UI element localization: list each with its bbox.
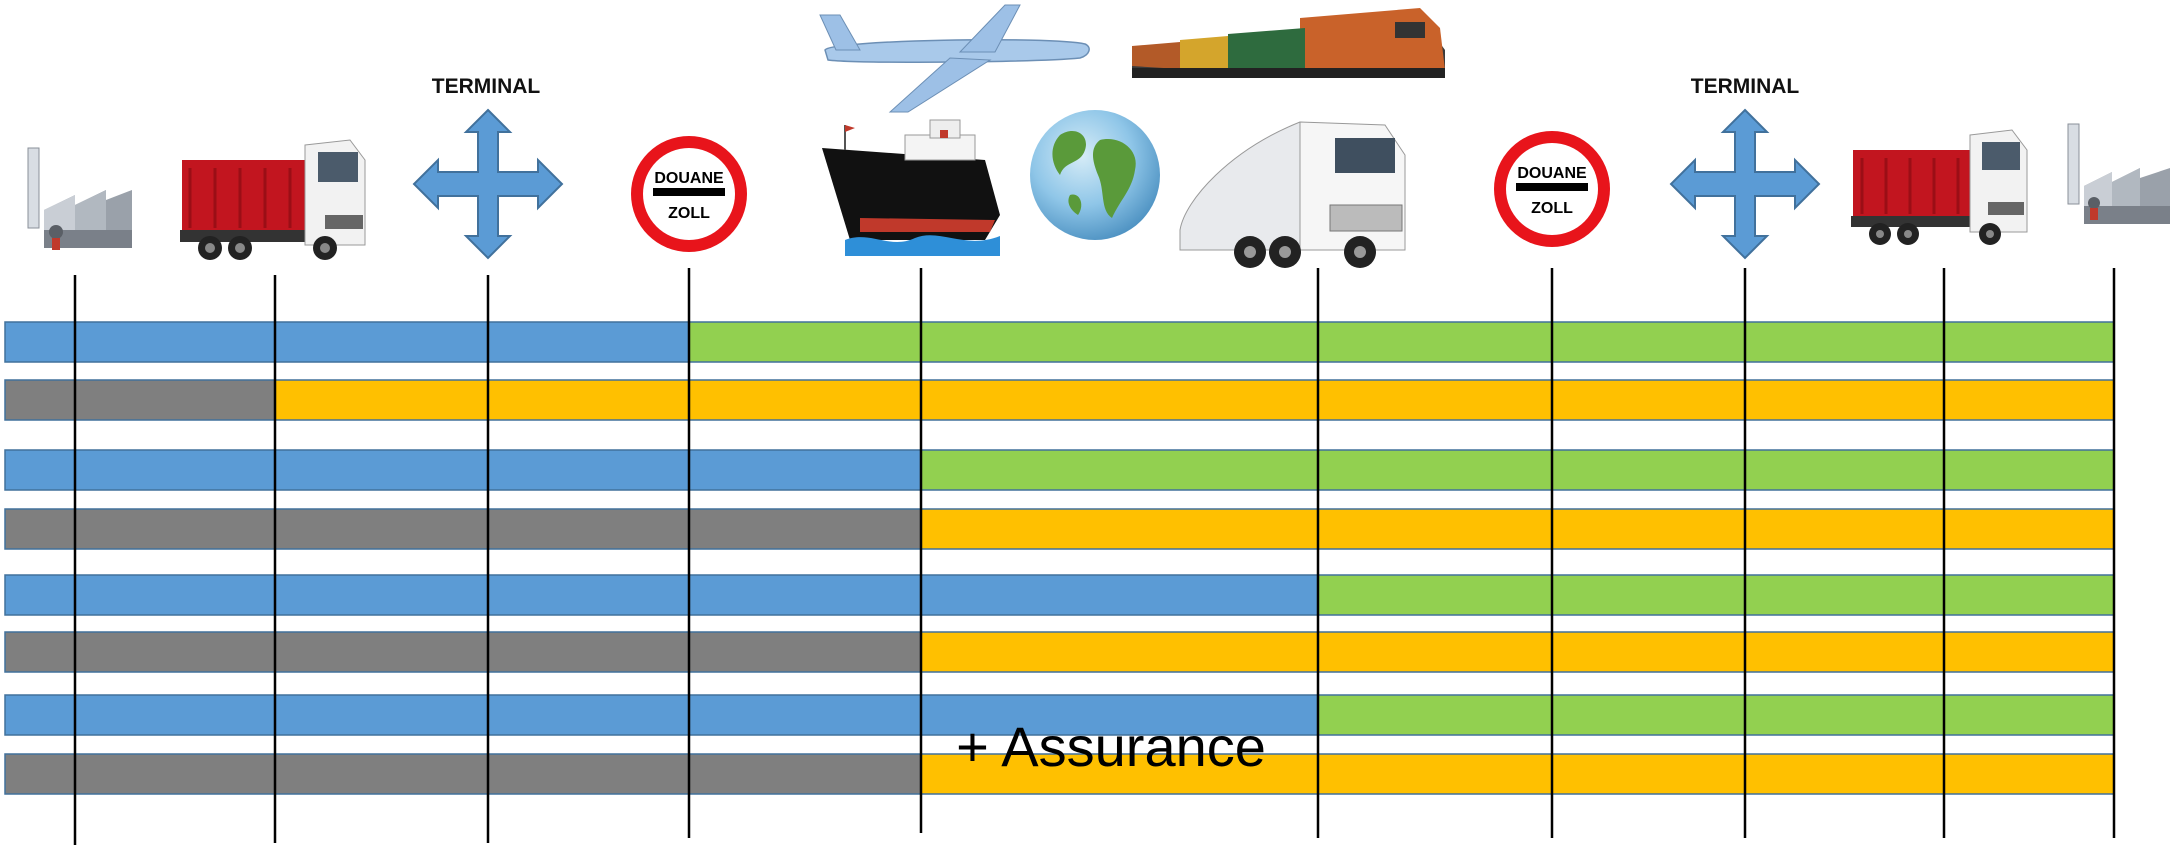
stage-dividers	[73, 268, 2116, 845]
assurance-label: + Assurance	[956, 715, 1266, 778]
row-7-segment-blue	[4, 694, 1319, 736]
train-icon	[1132, 8, 1445, 78]
airplane-icon	[819, 4, 1090, 113]
terminal-label-left: TERMINAL	[432, 75, 541, 98]
row-1-segment-green	[688, 321, 2115, 363]
factory-icon-left	[27, 147, 132, 250]
customs-text-line2-right: ZOLL	[1531, 200, 1573, 217]
customs-sign-icon-right: DOUANE ZOLL	[1494, 131, 1610, 247]
terminal-label-right: TERMINAL	[1691, 75, 1800, 98]
lorry-icon	[1179, 121, 1406, 268]
factory-icon-right	[2067, 123, 2170, 224]
globe-icon	[1030, 110, 1160, 240]
customs-sign-icon-left: DOUANE ZOLL	[631, 136, 747, 252]
row-4-segment-grey	[4, 508, 922, 550]
truck-icon-left	[180, 139, 366, 260]
row-1-segment-blue	[4, 321, 690, 363]
row-4-segment-orange	[920, 508, 2115, 550]
row-8-segment-grey	[4, 753, 922, 795]
row-5-segment-blue	[4, 574, 1319, 616]
customs-text-line2-left: ZOLL	[668, 205, 710, 222]
customs-text-line1-right: DOUANE	[1517, 165, 1587, 182]
row-6-segment-grey	[4, 631, 922, 673]
customs-text-line1-left: DOUANE	[654, 170, 724, 187]
row-7-segment-green	[1317, 694, 2115, 736]
row-2-segment-orange	[274, 379, 2115, 421]
row-3-segment-green	[920, 449, 2115, 491]
row-3-segment-blue	[4, 449, 922, 491]
truck-icon-right	[1851, 129, 2028, 245]
row-2-segment-grey	[4, 379, 276, 421]
terminal-arrows-icon-right	[1669, 108, 1821, 260]
row-5-segment-green	[1317, 574, 2115, 616]
terminal-arrows-icon-left	[412, 108, 564, 260]
ship-icon	[822, 119, 1000, 256]
row-6-segment-orange	[920, 631, 2115, 673]
